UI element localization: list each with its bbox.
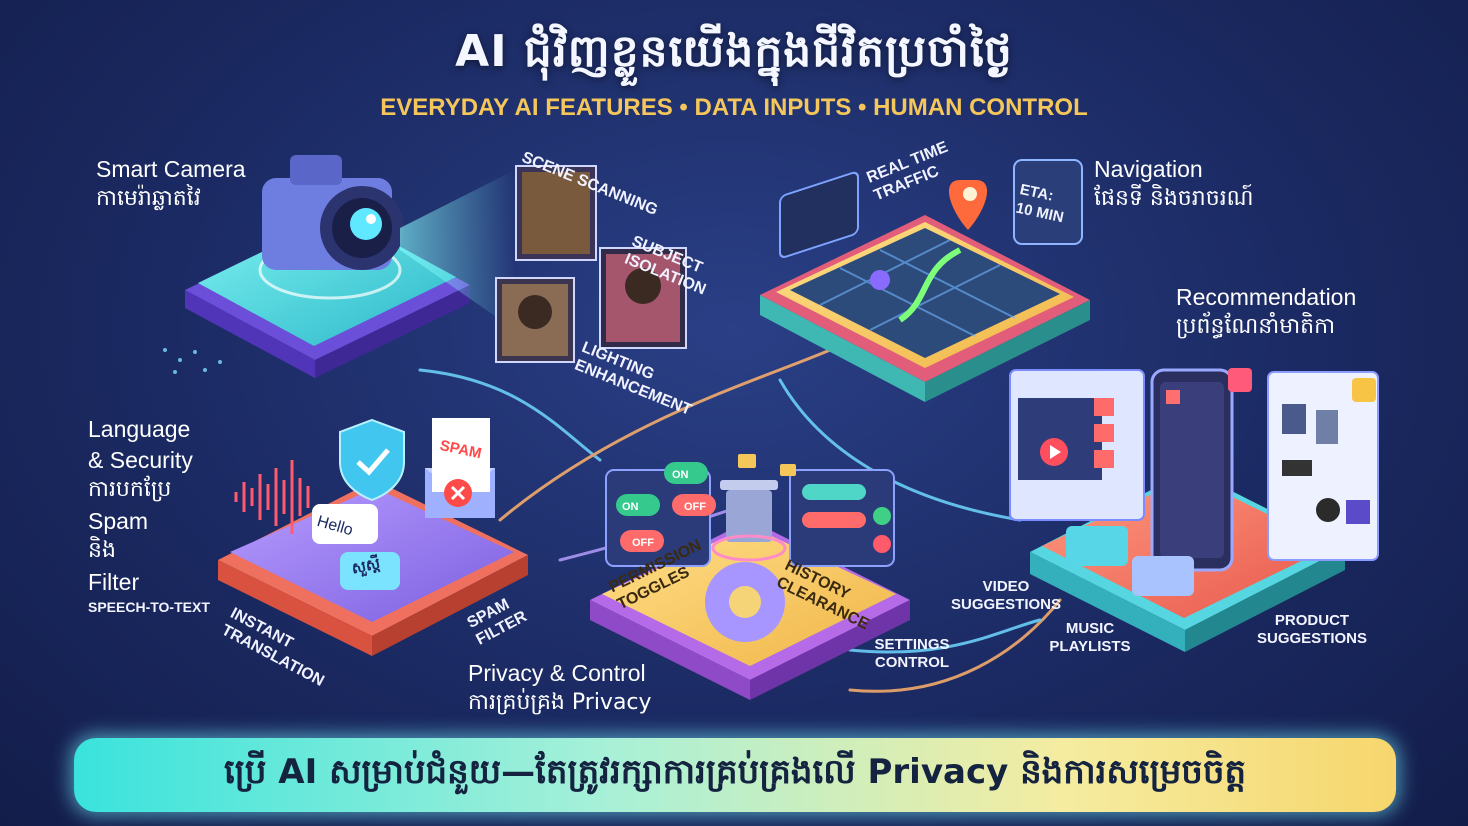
privacy-title-km: ការគ្រប់គ្រង Privacy xyxy=(468,690,652,715)
navigation-title-km: ផែនទី និងចរាចរណ៍ xyxy=(1094,186,1254,211)
language-title-line-5: និង xyxy=(88,538,116,563)
recommendation-title-en: Recommendation xyxy=(1176,284,1357,310)
flow-line-camera-privacy xyxy=(418,368,602,462)
camera-title-km: កាមេរ៉ាឆ្លាតវៃ xyxy=(96,186,201,211)
toggle-off-label-2: OFF xyxy=(684,501,706,513)
recommendation-platform xyxy=(1009,368,1379,652)
music-playlists-label: MUSIC PLAYLISTS xyxy=(1049,620,1131,655)
toggle-on-label-1: ON xyxy=(622,501,639,513)
language-platform xyxy=(218,418,528,656)
navigation-title: Navigation ផែនទី និងចរាចរណ៍ xyxy=(1094,154,1254,214)
flow-line-settings xyxy=(848,618,1042,654)
camera-photo-panels xyxy=(495,165,687,363)
language-title: Language & Security ការបកប្រែ Spam និង F… xyxy=(88,414,193,597)
navigation-platform xyxy=(760,180,1090,402)
page-title: AI ជុំវិញខ្លួនយើងក្នុងជីវិតប្រចាំថ្ងៃ xyxy=(455,26,1013,77)
camera-title: Smart Camera កាមេរ៉ាឆ្លាតវៃ xyxy=(96,154,246,214)
navigation-title-en: Navigation xyxy=(1094,156,1203,182)
privacy-platform xyxy=(590,454,910,700)
language-title-line-2: & Security xyxy=(88,446,193,473)
camera-title-en: Smart Camera xyxy=(96,156,246,182)
flow-line-nav-rec xyxy=(778,378,1022,522)
toggle-off-label-1: OFF xyxy=(632,537,654,549)
language-title-line-3: ការបកប្រែ xyxy=(88,477,172,502)
toggle-on-label-2: ON xyxy=(672,469,689,481)
language-title-line-6: Filter xyxy=(88,568,140,595)
recommendation-title-km: ប្រព័ន្ធណែនាំមាតិកា xyxy=(1176,314,1336,339)
bottom-banner: ប្រើ AI សម្រាប់ជំនួយ—តែត្រូវរក្សាការគ្រប… xyxy=(74,738,1396,812)
video-suggestions-label: VIDEO SUGGESTIONS xyxy=(950,578,1062,613)
language-title-line-1: Language xyxy=(88,416,191,442)
privacy-title: Privacy & Control ការគ្រប់គ្រង Privacy xyxy=(468,658,652,718)
flow-line-privacy-rec xyxy=(848,598,1062,693)
language-title-line-4: Spam xyxy=(88,507,149,534)
flow-line-language-nav xyxy=(498,348,832,522)
traffic-panel xyxy=(779,171,859,258)
page-subtitle: EVERYDAY AI FEATURES • DATA INPUTS • HUM… xyxy=(380,94,1088,121)
banner-text: ប្រើ AI សម្រាប់ជំនួយ—តែត្រូវរក្សាការគ្រប… xyxy=(223,752,1247,792)
recommendation-title: Recommendation ប្រព័ន្ធណែនាំមាតិកា xyxy=(1176,282,1356,342)
privacy-title-en: Privacy & Control xyxy=(468,660,646,686)
speech-to-text-label: SPEECH-TO-TEXT xyxy=(88,599,210,615)
eta-bubble xyxy=(1013,159,1083,245)
settings-control-label: SETTINGS CONTROL xyxy=(874,636,950,671)
product-suggestions-label: PRODUCT SUGGESTIONS xyxy=(1256,612,1368,647)
camera-platform xyxy=(185,155,515,378)
